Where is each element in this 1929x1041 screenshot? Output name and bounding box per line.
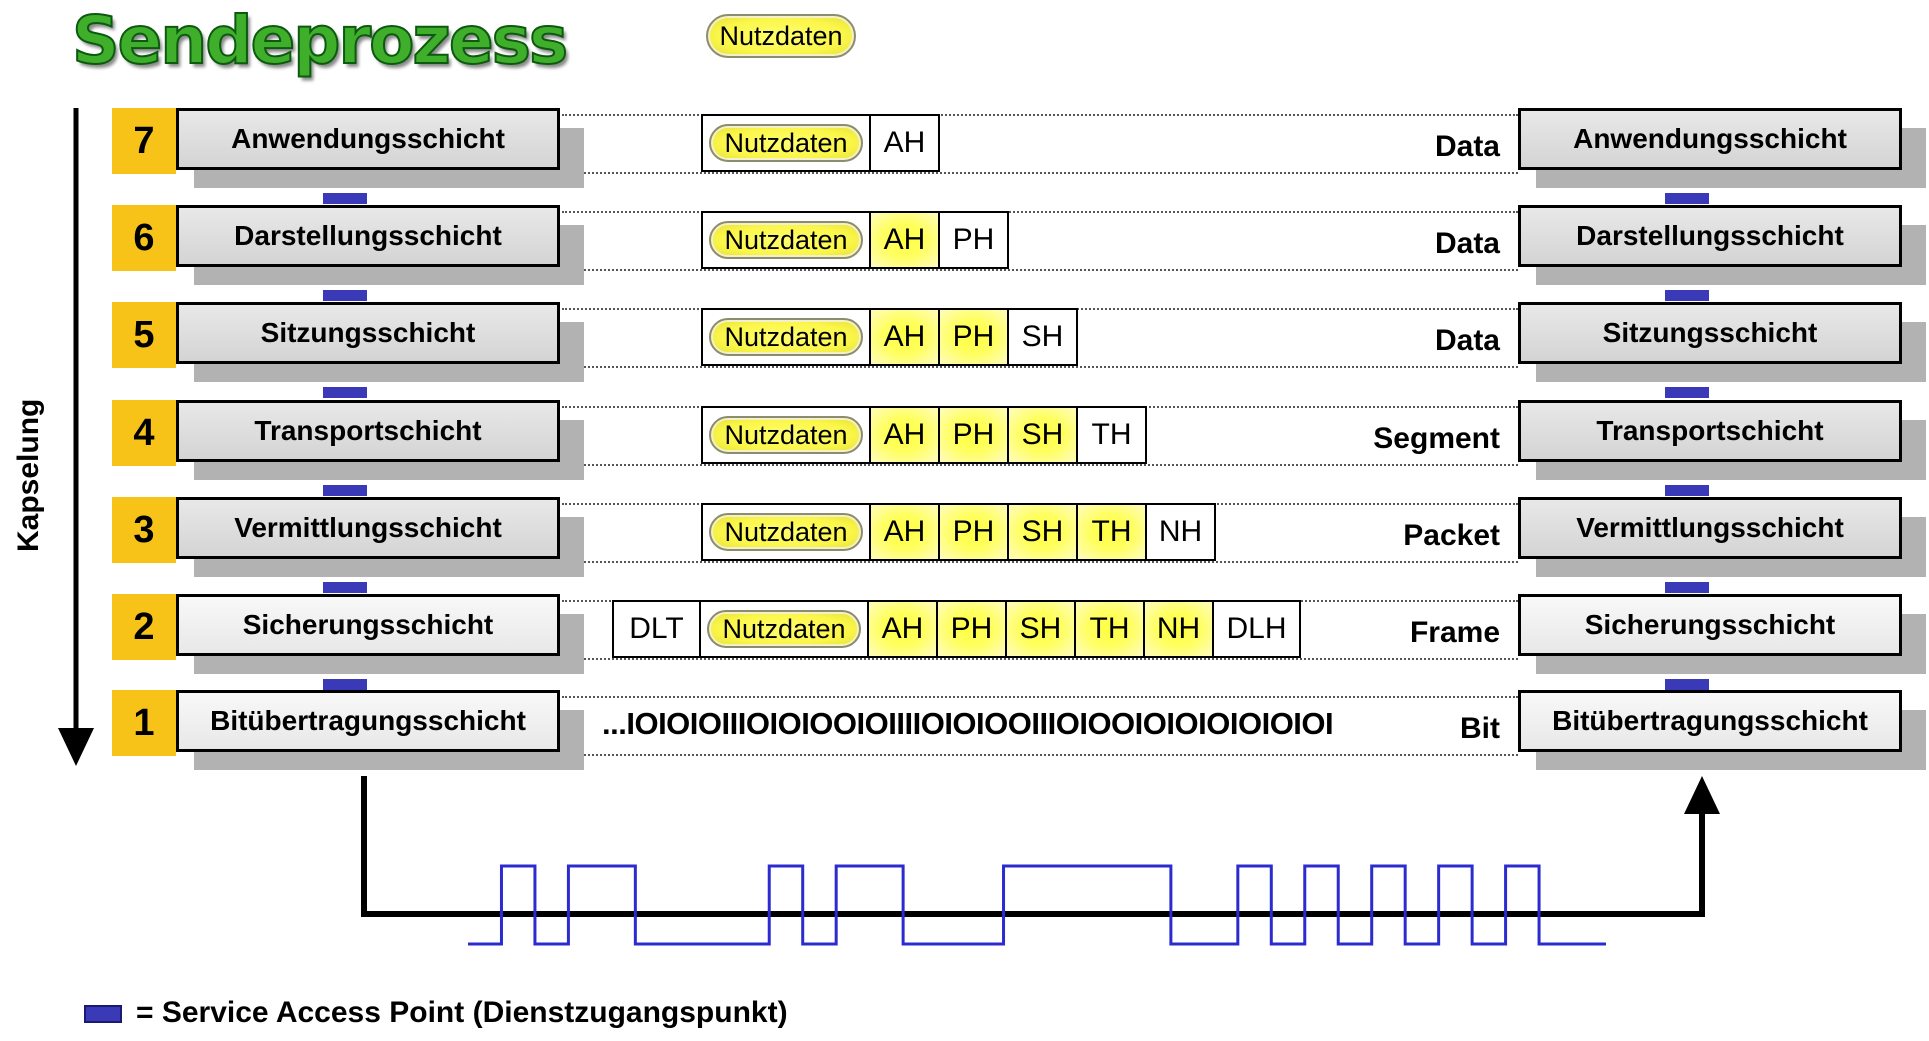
pdu-unit-label: Bit (1460, 712, 1500, 745)
pdu-header-th: TH (1076, 406, 1147, 464)
sap-marker (323, 193, 367, 204)
row-guide-top (562, 696, 1518, 698)
pdu-payload-cell: Nutzdaten (699, 600, 869, 658)
payload-pill: Nutzdaten (709, 221, 863, 259)
row-guide-bottom (584, 464, 1518, 466)
row-guide-bottom (584, 658, 1518, 660)
sap-marker (323, 582, 367, 593)
pdu-unit-label: Frame (1409, 616, 1500, 649)
pdu-payload-cell: Nutzdaten (701, 211, 871, 269)
layer-number: 4 (112, 400, 176, 466)
sap-marker (323, 679, 367, 690)
pdu-header-ah: AH (869, 503, 940, 561)
page-title: Sendeprozess (71, 1, 569, 80)
layer-number: 6 (112, 205, 176, 271)
signal-waveform (468, 864, 1606, 946)
payload-pill: Nutzdaten (709, 513, 863, 551)
row-guide-bottom (584, 269, 1518, 271)
pdu-unit-label: Segment (1373, 422, 1500, 455)
payload-pill: Nutzdaten (709, 124, 863, 162)
legend-sap-swatch (84, 1005, 122, 1023)
pdu-unit-label: Data (1434, 227, 1500, 260)
sap-marker (1665, 290, 1709, 301)
pdu-payload-cell: Nutzdaten (701, 503, 871, 561)
pdu-header-th: TH (1074, 600, 1145, 658)
payload-pill: Nutzdaten (709, 416, 863, 454)
pdu-header-dlh: DLH (1212, 600, 1301, 658)
layer-number: 1 (112, 690, 176, 756)
pdu-header-dlt: DLT (612, 600, 701, 658)
pdu-payload-cell: Nutzdaten (701, 308, 871, 366)
pdu-header-ph: PH (938, 406, 1009, 464)
pdu-header-ph: PH (938, 503, 1009, 561)
layer-transportschicht-receiver: Transportschicht (1518, 400, 1902, 462)
sap-marker (1665, 485, 1709, 496)
pdu-unit-label: Packet (1403, 519, 1500, 552)
pdu-header-ah: AH (869, 308, 940, 366)
layer-sicherungsschicht-receiver: Sicherungsschicht (1518, 594, 1902, 656)
pdu-header-ah: AH (869, 406, 940, 464)
sap-marker (1665, 582, 1709, 593)
layer-number: 2 (112, 594, 176, 660)
sap-marker (1665, 387, 1709, 398)
layer-anwendungsschicht-receiver: Anwendungsschicht (1518, 108, 1902, 170)
pdu-header-ph: PH (938, 308, 1009, 366)
layer-bitübertragungsschicht-receiver: Bitübertragungsschicht (1518, 690, 1902, 752)
row-guide-bottom (584, 366, 1518, 368)
encapsulation-arrow-head (58, 728, 94, 766)
pdu-unit-label: Data (1434, 130, 1500, 163)
pdu-payload-cell: Nutzdaten (701, 406, 871, 464)
legend-text: = Service Access Point (Dienstzugangspun… (136, 996, 788, 1029)
row-guide-bottom (584, 172, 1518, 174)
payload-pill: Nutzdaten (709, 318, 863, 356)
layer-darstellungsschicht-sender: Darstellungsschicht (176, 205, 560, 267)
payload-pill: Nutzdaten (707, 610, 861, 648)
layer-transportschicht-sender: Transportschicht (176, 400, 560, 462)
pdu-header-sh: SH (1007, 406, 1078, 464)
pdu-header-th: TH (1076, 503, 1147, 561)
pdu-header-ah: AH (869, 114, 940, 172)
layer-vermittlungsschicht-sender: Vermittlungsschicht (176, 497, 560, 559)
pdu-header-sh: SH (1005, 600, 1076, 658)
layer-sitzungsschicht-receiver: Sitzungsschicht (1518, 302, 1902, 364)
pdu-header-sh: SH (1007, 503, 1078, 561)
layer-sicherungsschicht-sender: Sicherungsschicht (176, 594, 560, 656)
layer-sitzungsschicht-sender: Sitzungsschicht (176, 302, 560, 364)
layer-bitübertragungsschicht-sender: Bitübertragungsschicht (176, 690, 560, 752)
row-guide-bottom (584, 561, 1518, 563)
pdu-header-ph: PH (938, 211, 1009, 269)
pdu-header-ah: AH (869, 211, 940, 269)
row-guide-top (562, 114, 1518, 116)
sap-marker (1665, 679, 1709, 690)
pdu-header-nh: NH (1145, 503, 1216, 561)
transmission-arrow-head (1684, 776, 1720, 814)
sap-marker (1665, 193, 1709, 204)
pdu-unit-label: Data (1434, 324, 1500, 357)
pdu-header-nh: NH (1143, 600, 1214, 658)
layer-vermittlungsschicht-receiver: Vermittlungsschicht (1518, 497, 1902, 559)
sap-marker (323, 485, 367, 496)
transmission-path (361, 776, 1705, 917)
payload-pill: Nutzdaten (706, 14, 856, 58)
row-guide-bottom (584, 754, 1518, 756)
pdu-header-ah: AH (867, 600, 938, 658)
layer-number: 7 (112, 108, 176, 174)
pdu-payload-cell: Nutzdaten (701, 114, 871, 172)
layer-number: 5 (112, 302, 176, 368)
layer-anwendungsschicht-sender: Anwendungsschicht (176, 108, 560, 170)
sap-marker (323, 387, 367, 398)
pdu-header-ph: PH (936, 600, 1007, 658)
layer-number: 3 (112, 497, 176, 563)
sap-marker (323, 290, 367, 301)
row-guide-top (562, 211, 1518, 213)
layer-darstellungsschicht-receiver: Darstellungsschicht (1518, 205, 1902, 267)
bitstream-text: ...IOIOIOIIIOIOIOOIOIIIIOIOIOOIIIOIOOIOI… (602, 706, 1334, 741)
pdu-header-sh: SH (1007, 308, 1078, 366)
